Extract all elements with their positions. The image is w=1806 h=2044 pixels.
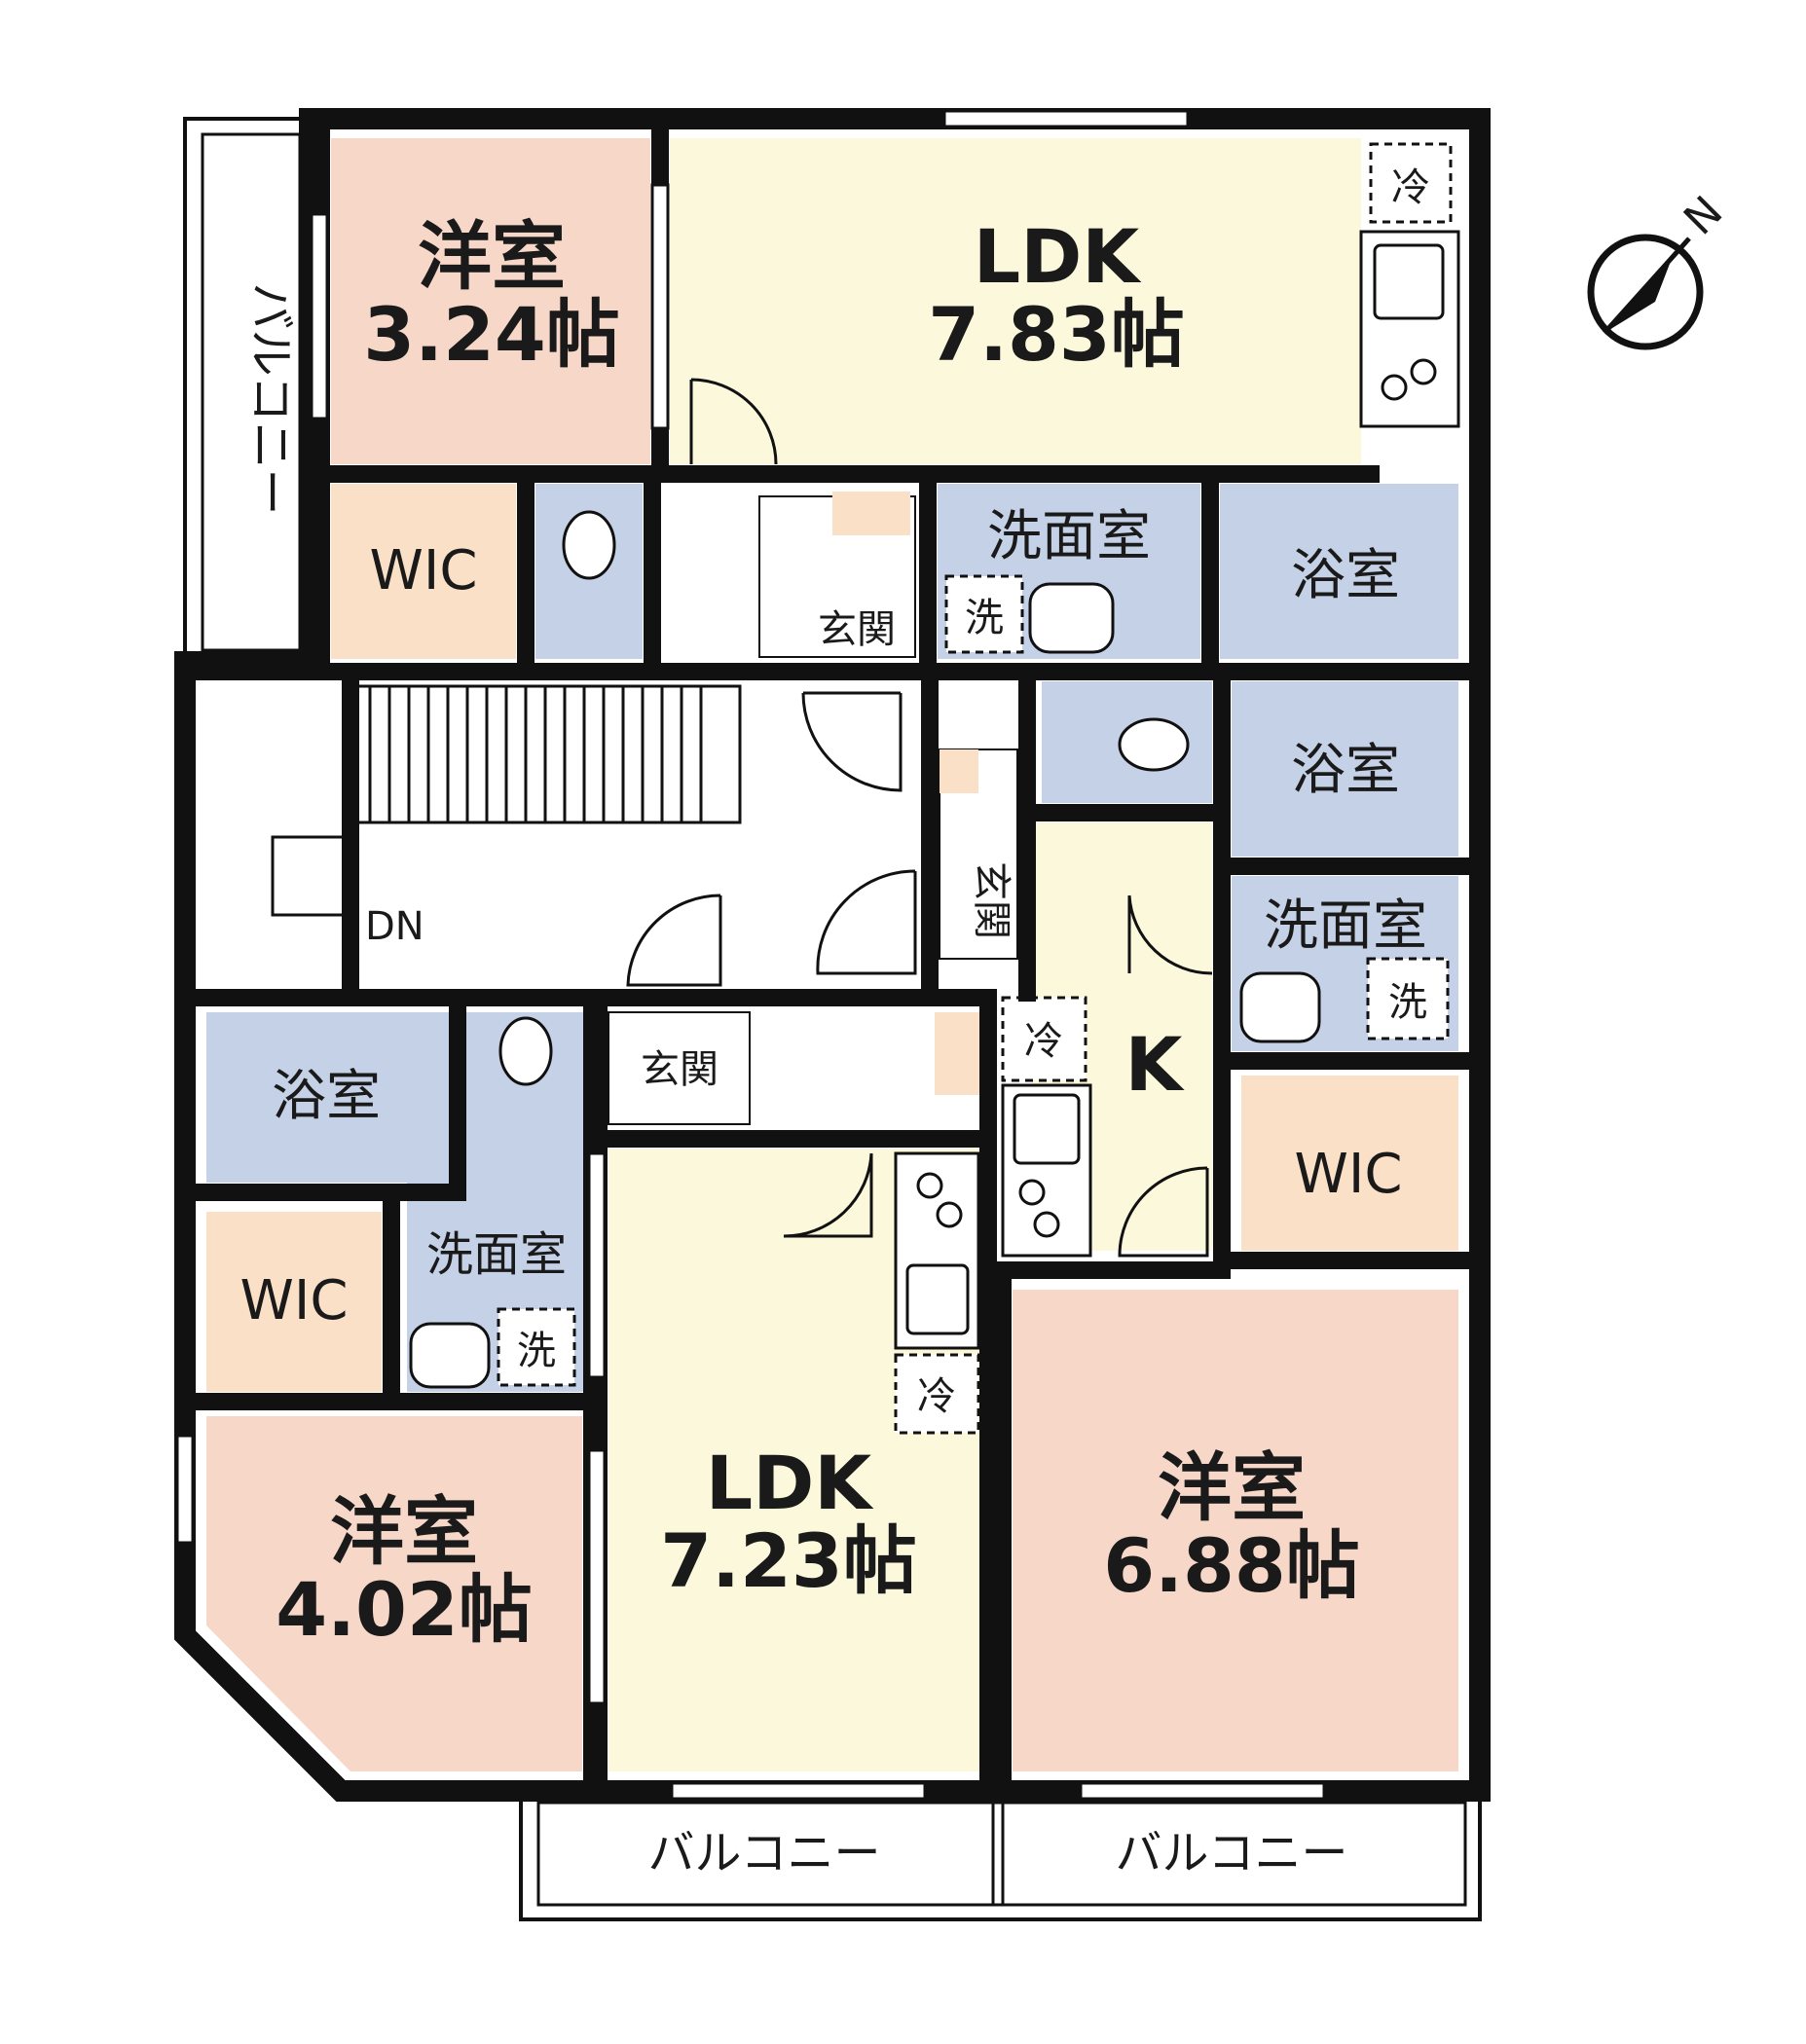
windows bbox=[175, 109, 1326, 1801]
balcony-bottom-left-label: バルコニー bbox=[647, 1826, 880, 1880]
fridge-label-a: 冷 bbox=[1391, 165, 1430, 210]
sink-a bbox=[1373, 243, 1445, 320]
basin-a bbox=[1028, 582, 1115, 654]
bath-b-area bbox=[1232, 681, 1458, 857]
western-c-size: 6.88帖 bbox=[1103, 1522, 1360, 1609]
stove-icon bbox=[1381, 358, 1437, 401]
basin-b bbox=[1239, 971, 1321, 1043]
toilet-icon bbox=[562, 510, 616, 580]
western-c-name: 洋室 bbox=[1158, 1444, 1306, 1531]
toilet-icon bbox=[498, 1016, 553, 1086]
shoe-cabinet-c bbox=[935, 1012, 983, 1095]
balcony-left: バルコニー bbox=[183, 117, 312, 664]
kitchen-label: K bbox=[1125, 1021, 1186, 1108]
western-a-size: 3.24帖 bbox=[363, 291, 620, 378]
bath-c-label: 浴室 bbox=[272, 1065, 381, 1128]
shoe-cabinet-a bbox=[832, 492, 910, 535]
basin-c bbox=[409, 1322, 491, 1389]
wic-b-label: WIC bbox=[240, 1269, 349, 1332]
room-wic-a bbox=[331, 484, 516, 659]
bath-a-area bbox=[1220, 484, 1458, 659]
sink-b bbox=[1013, 1093, 1081, 1165]
ldk-b-name: LDK bbox=[706, 1440, 875, 1526]
washroom-b-label: 洗面室 bbox=[1264, 894, 1427, 958]
fridge-space-a bbox=[1369, 142, 1453, 224]
western-a-name: 洋室 bbox=[418, 213, 566, 300]
balcony-bottom-right-label: バルコニー bbox=[1115, 1826, 1347, 1880]
wic-a-label: WIC bbox=[370, 539, 478, 602]
sink-c bbox=[905, 1263, 970, 1335]
washroom-c-label: 洗面室 bbox=[426, 1227, 567, 1282]
bath-b-label: 浴室 bbox=[1291, 739, 1400, 802]
balcony-left-label: バルコニー bbox=[243, 282, 298, 515]
stairs-down-label: DN bbox=[365, 904, 424, 949]
western-b-name: 洋室 bbox=[330, 1488, 478, 1575]
fridge-space-b bbox=[1001, 996, 1087, 1082]
room-wic-c bbox=[1241, 1076, 1458, 1251]
room-western-a bbox=[331, 138, 650, 464]
entrance-c-label: 玄関 bbox=[641, 1047, 719, 1092]
toilet-icon bbox=[1118, 717, 1190, 772]
balcony-bottom: バルコニー バルコニー bbox=[519, 1789, 1482, 1921]
ldk-b-size: 7.23帖 bbox=[660, 1517, 917, 1604]
room-western-c bbox=[1013, 1290, 1458, 1771]
ldk-a-size: 7.83帖 bbox=[928, 291, 1185, 378]
western-b-size: 4.02帖 bbox=[276, 1566, 533, 1653]
entrance-b-label: 玄関 bbox=[969, 861, 1014, 939]
door-swings bbox=[626, 378, 1213, 1258]
entrance-c-floor bbox=[608, 1011, 751, 1125]
compass-north-label: N bbox=[1675, 187, 1732, 244]
washer-space-a bbox=[944, 574, 1024, 654]
stove-icon bbox=[1018, 1179, 1060, 1238]
shoe-cabinet-b bbox=[940, 749, 978, 793]
room-wic-b bbox=[206, 1212, 382, 1392]
fridge-label-c: 冷 bbox=[917, 1374, 956, 1419]
fridge-label-b: 冷 bbox=[1024, 1019, 1063, 1064]
washer-label-a: 洗 bbox=[965, 596, 1004, 640]
washer-label-b: 洗 bbox=[1388, 980, 1427, 1025]
compass-icon: N bbox=[1587, 187, 1732, 350]
stove-icon bbox=[916, 1172, 963, 1228]
fridge-space-c bbox=[894, 1353, 980, 1435]
bath-a-label: 浴室 bbox=[1291, 544, 1400, 607]
entrance-a-label: 玄関 bbox=[818, 607, 896, 652]
wic-c-label: WIC bbox=[1295, 1143, 1403, 1206]
room-ldk-a bbox=[670, 138, 1361, 464]
washroom-a-label: 洗面室 bbox=[987, 505, 1151, 568]
stair-hall bbox=[206, 681, 912, 983]
washer-label-c: 洗 bbox=[517, 1329, 556, 1373]
ldk-a-name: LDK bbox=[974, 213, 1143, 300]
washer-space-b bbox=[1366, 957, 1450, 1040]
staircase-icon bbox=[271, 684, 742, 917]
room-western-b bbox=[206, 1416, 582, 1771]
washer-space-c bbox=[497, 1307, 576, 1387]
